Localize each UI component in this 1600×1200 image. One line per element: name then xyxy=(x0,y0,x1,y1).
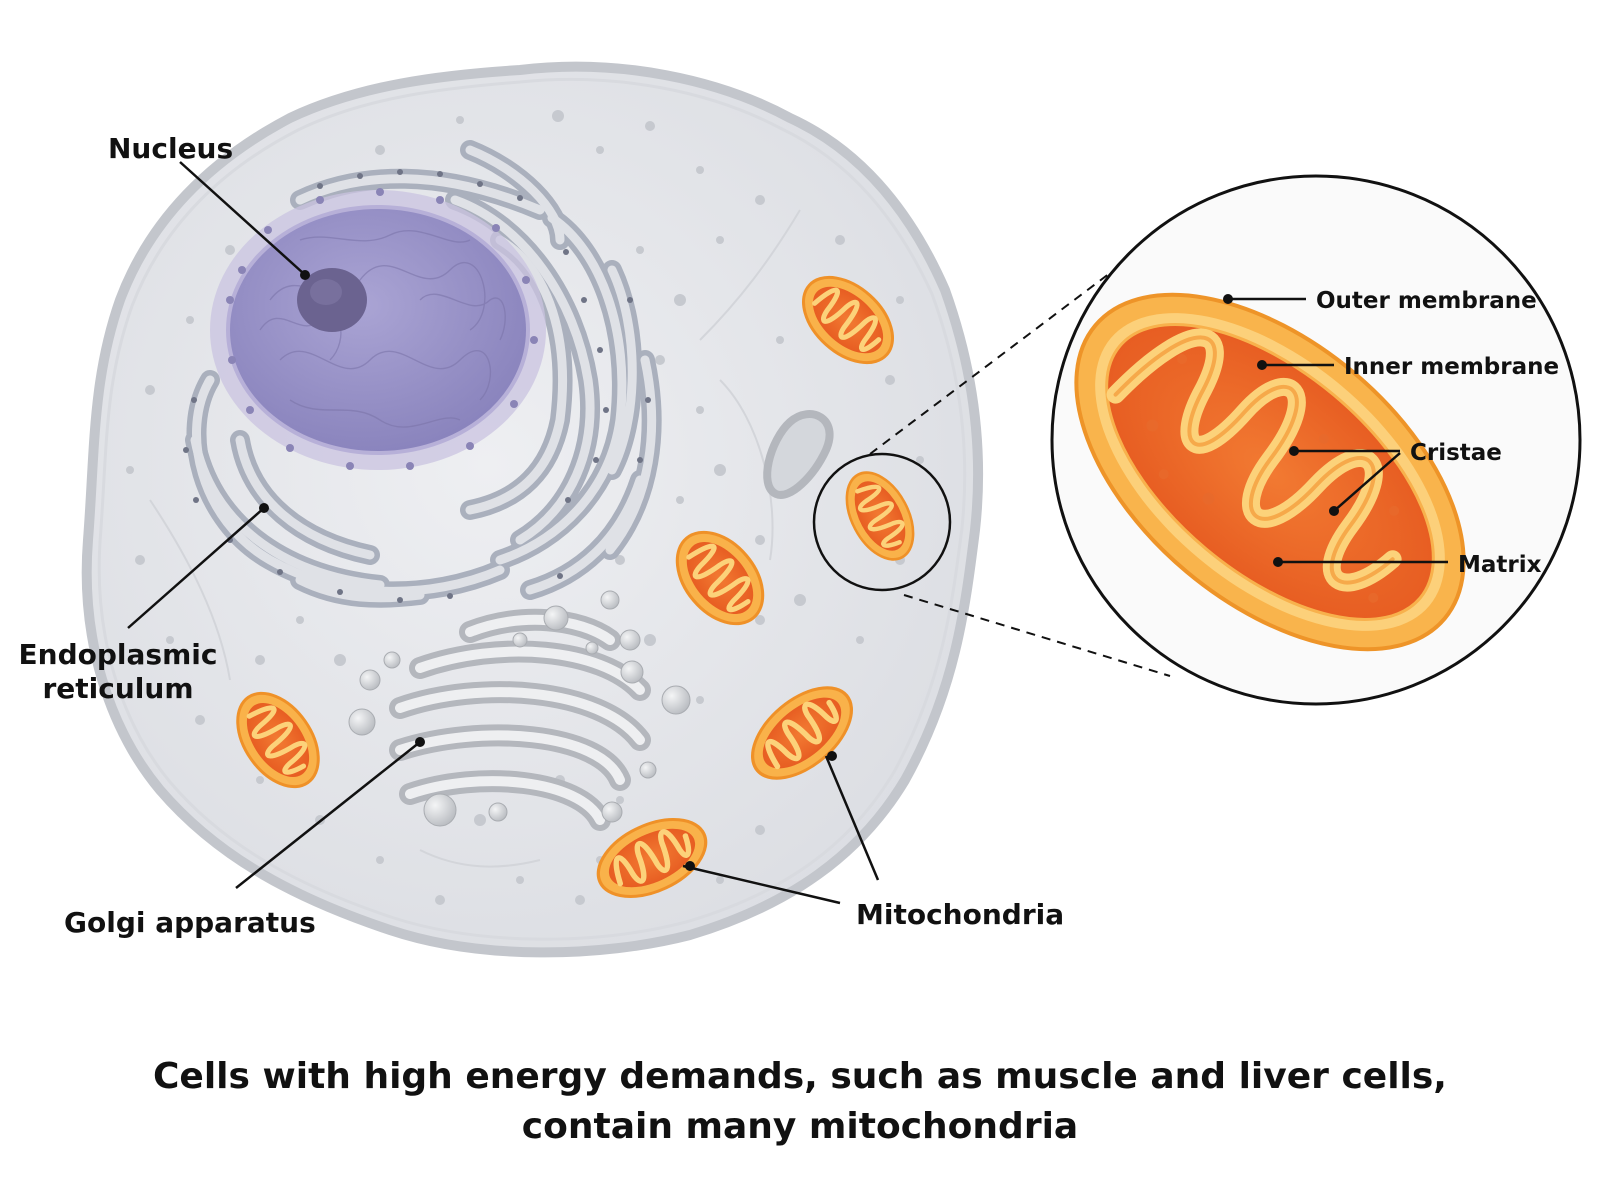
label-matrix: Matrix xyxy=(1458,552,1542,578)
vesicle xyxy=(763,410,834,499)
label-endoplasmic-reticulum-line2: reticulum xyxy=(42,672,193,705)
label-nucleus: Nucleus xyxy=(108,132,233,165)
caption-line-1: Cells with high energy demands, such as … xyxy=(153,1056,1447,1097)
zoom-connectors xyxy=(869,263,1171,677)
nucleus xyxy=(210,188,546,470)
cytoplasm-granules xyxy=(126,110,924,905)
label-cristae: Cristae xyxy=(1410,440,1502,466)
golgi-apparatus xyxy=(348,590,691,831)
caption-line-2: contain many mitochondria xyxy=(521,1106,1079,1147)
label-golgi-apparatus: Golgi apparatus xyxy=(64,906,316,939)
leader-dots xyxy=(259,270,1339,871)
zoom-inset xyxy=(1050,174,1582,706)
highlight-circle xyxy=(812,452,952,592)
caption: Cells with high energy demands, such as … xyxy=(0,1052,1600,1152)
label-inner-membrane: Inner membrane xyxy=(1344,354,1559,380)
label-mitochondria: Mitochondria xyxy=(856,898,1064,931)
endoplasmic-reticulum xyxy=(183,140,662,608)
leader-lines xyxy=(127,161,1448,905)
label-outer-membrane: Outer membrane xyxy=(1316,288,1537,314)
golgi-vesicles xyxy=(348,590,691,827)
mitochondrion-detail xyxy=(1074,292,1466,652)
label-endoplasmic-reticulum-line1: Endoplasmic xyxy=(19,638,218,671)
cytoskeleton xyxy=(149,209,801,868)
nuclear-pores xyxy=(226,188,538,470)
